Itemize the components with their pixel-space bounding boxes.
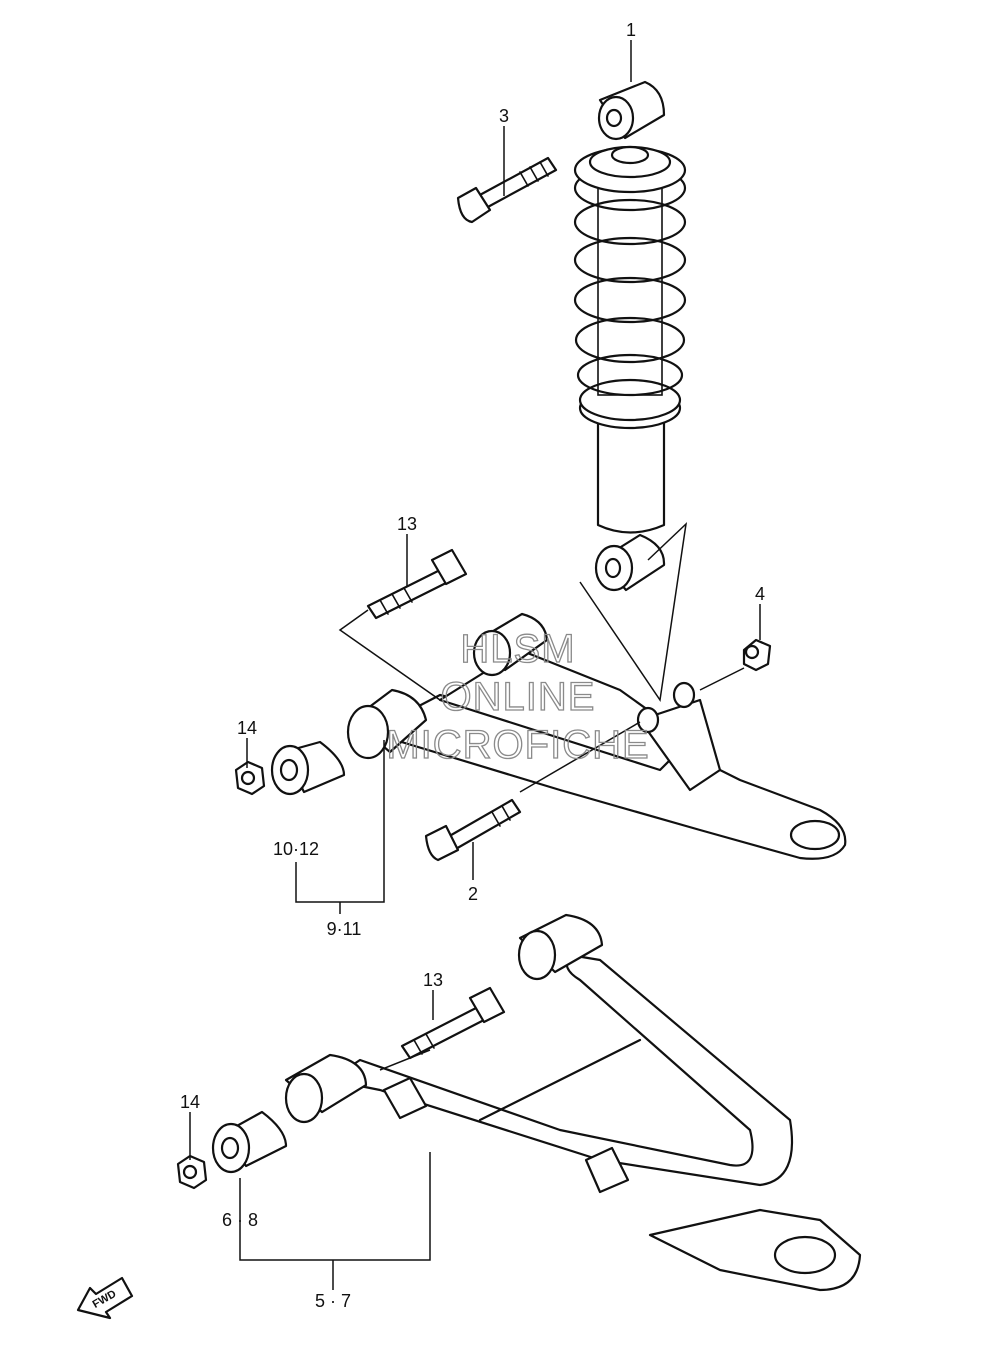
label-14-upper: 14 (237, 718, 257, 738)
bushing-10-12 (270, 740, 346, 796)
watermark-line-2: ONLINE (441, 675, 596, 719)
bolt-2 (424, 798, 522, 862)
label-13-lower: 13 (423, 970, 443, 990)
leader-lines (189, 40, 761, 1290)
watermark-line-1: HLSM (460, 627, 575, 671)
watermark-line-3: MICROFICHE (386, 723, 649, 767)
bolt-13-upper (366, 548, 468, 620)
nut-4 (742, 638, 772, 672)
label-9-11: 9·11 (327, 919, 362, 939)
label-4: 4 (755, 584, 765, 604)
label-2: 2 (468, 884, 478, 904)
watermark: HLSM ONLINE MICROFICHE (386, 626, 650, 767)
bolt-13-lower (400, 986, 506, 1060)
label-14-lower: 14 (180, 1092, 200, 1112)
nut-14-upper (234, 760, 266, 796)
part-labels: 1 3 4 13 14 10·12 2 9·11 13 14 6 · 8 5 ·… (180, 20, 765, 1311)
label-5-7: 5 · 7 (315, 1291, 351, 1311)
bushing-6-8 (211, 1110, 288, 1174)
label-6-8: 6 · 8 (222, 1210, 258, 1230)
label-13-upper: 13 (397, 514, 417, 534)
forward-arrow-icon: FWD (76, 1276, 134, 1320)
upper-arm (346, 612, 847, 860)
lower-arm (284, 913, 862, 1292)
label-10-12: 10·12 (273, 839, 319, 859)
bolt-3 (456, 156, 558, 224)
label-3: 3 (499, 106, 509, 126)
nut-14-lower (176, 1154, 208, 1190)
label-1: 1 (626, 20, 636, 40)
coil-spring (573, 164, 687, 397)
shock-absorber (573, 80, 687, 592)
